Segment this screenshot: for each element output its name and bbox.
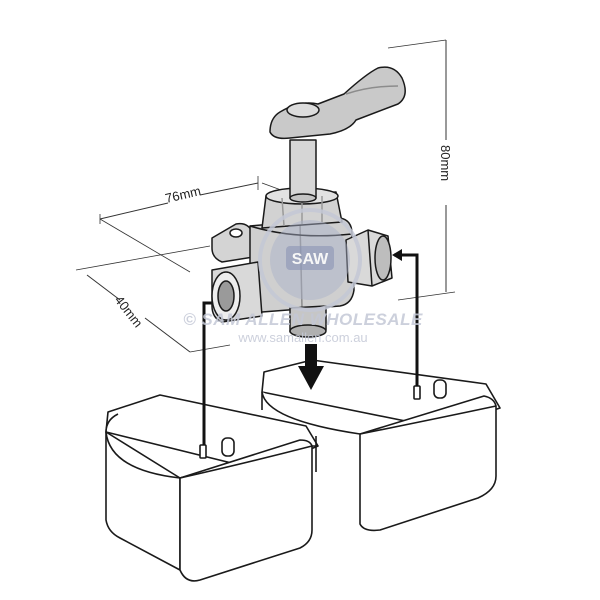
watermark-company: © SAM ALLEN WHOLESALE [183, 310, 423, 329]
right-line-arrow-icon [392, 249, 402, 261]
dimension-lines [75, 39, 456, 353]
saw-logo-icon: SAW [258, 208, 362, 312]
fuel-tank-right-icon [261, 359, 501, 532]
flow-arrow-icon [298, 344, 324, 390]
fuel-tank-left-icon [105, 394, 319, 582]
watermark-url: www.samallen.com.au [237, 330, 367, 345]
watermark: SAW © SAM ALLEN WHOLESALE www.samallen.c… [183, 208, 423, 345]
dimension-length-label: 76mm [164, 183, 203, 206]
dimension-height-label: 80mm [438, 145, 453, 181]
dimension-depth-label: 40mm [112, 293, 146, 331]
watermark-logo-text: SAW [292, 251, 329, 268]
